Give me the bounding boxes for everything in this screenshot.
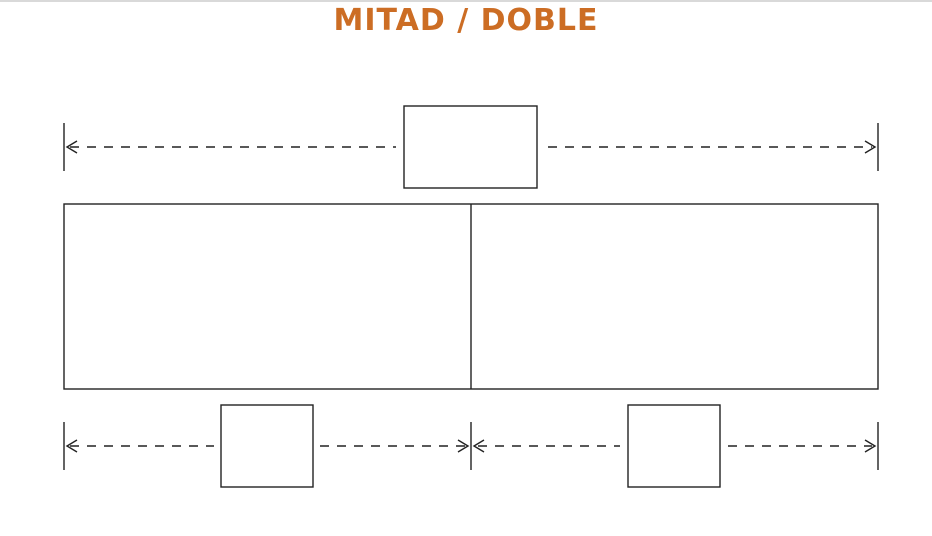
right-half-measure — [472, 404, 879, 488]
right-half-arrowhead-right — [864, 439, 877, 453]
whole-length-measure — [63, 105, 879, 189]
left-half-answer-box[interactable] — [220, 404, 314, 488]
left-half-arrowhead-right — [457, 439, 470, 453]
whole-answer-box[interactable] — [403, 105, 538, 189]
right-arrowhead — [864, 140, 877, 154]
left-half-arrowhead-left — [65, 439, 78, 453]
page-title: MITAD / DOBLE — [333, 3, 599, 38]
main-bar — [63, 203, 879, 390]
right-half-arrowhead-left — [472, 439, 485, 453]
top-border — [0, 0, 932, 2]
left-half-measure — [63, 404, 472, 488]
left-arrowhead — [65, 140, 78, 154]
right-half-answer-box[interactable] — [627, 404, 721, 488]
